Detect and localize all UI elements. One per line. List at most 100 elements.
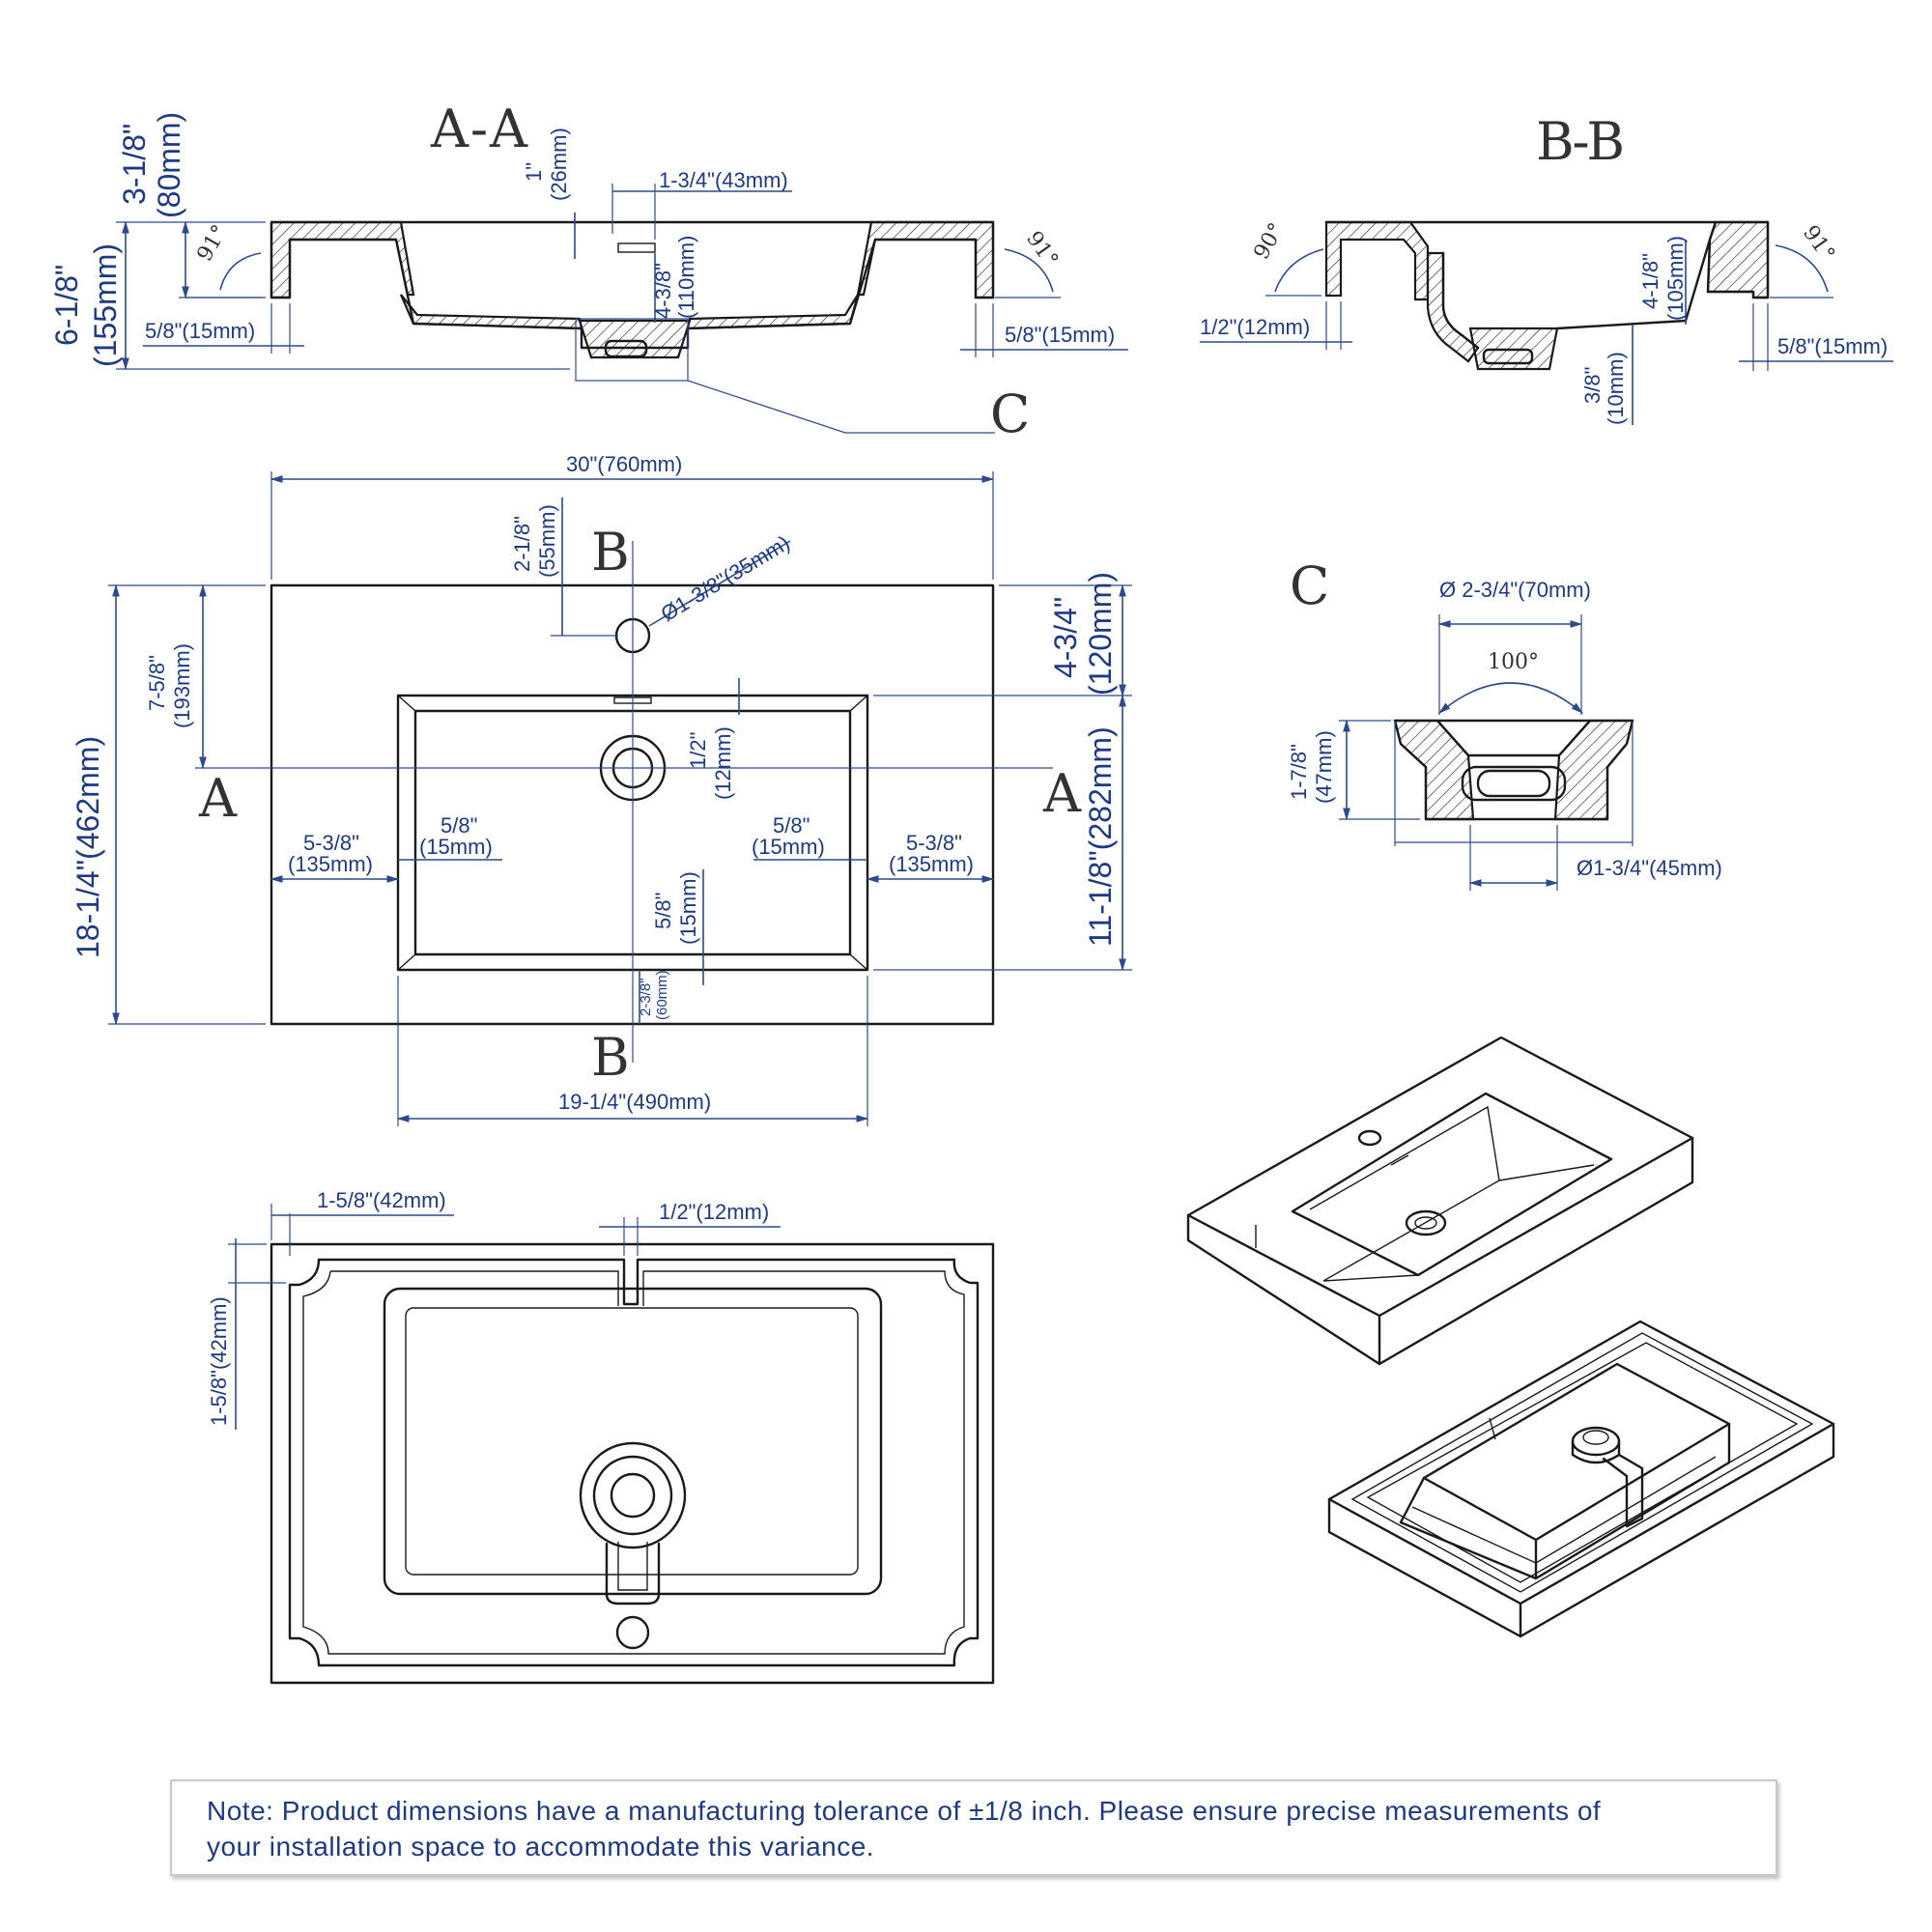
top-rim-right-mm: (15mm)	[752, 835, 825, 859]
aa-wall-left: 5/8"(15mm)	[145, 319, 255, 343]
section-bb-dimensions: 1/2"(12mm) 5/8"(15mm) 4-1/8" (105mm) 3/8…	[1200, 219, 1893, 425]
aa-bowl-depth-mm: (110mm)	[674, 236, 698, 319]
bb-drain-slot	[1482, 348, 1534, 365]
iso-bottom-bowl-side	[1399, 1422, 1731, 1580]
iso-bottom-drain	[1571, 1426, 1621, 1457]
aa-angle-left: 91°	[193, 221, 233, 266]
bottom-left-margin: 1-5/8"(42mm)	[317, 1188, 446, 1212]
bottom-view	[270, 1242, 995, 1685]
section-bb-view: B-B	[1324, 111, 1770, 371]
top-bowl-front-mm: (120mm)	[1083, 572, 1118, 696]
top-side-right-mm: (135mm)	[889, 852, 974, 876]
aa-wall-right: 5/8"(15mm)	[1005, 323, 1115, 347]
bottom-outline	[270, 1242, 995, 1685]
c-bottom-dia: Ø1-3/4"(45mm)	[1577, 856, 1722, 880]
section-mark-b-top: B	[591, 522, 630, 582]
aa-angle-right: 91°	[1021, 227, 1063, 271]
c-height-mm: (47mm)	[1312, 730, 1336, 804]
bb-bowl-depth-mm: (105mm)	[1663, 236, 1688, 321]
aa-detail-c-leader	[687, 380, 995, 434]
detail-c-outline	[1393, 719, 1634, 821]
top-drain-center-mm: (193mm)	[170, 643, 194, 728]
section-bb-title: B-B	[1536, 111, 1625, 172]
aa-drain-body	[578, 319, 692, 359]
bb-right-wall	[1706, 220, 1770, 299]
c-height-in: 1-7/8"	[1287, 744, 1311, 800]
bb-back-curve	[1426, 251, 1480, 363]
top-side-right-in: 5-3/8"	[906, 831, 962, 855]
top-overall-depth: 18-1/4"(462mm)	[71, 736, 105, 958]
bottom-drain-inner	[610, 1472, 656, 1519]
bottom-view-dimensions: 1-5/8"(42mm) 1/2"(12mm) 1-5/8"(42mm)	[207, 1188, 781, 1430]
bb-angle-right: 91°	[1798, 221, 1839, 266]
section-mark-a-left: A	[198, 768, 238, 829]
section-aa-title: A-A	[430, 99, 528, 159]
top-tap-offset-in: 2-1/8"	[510, 516, 534, 572]
section-mark-a-right: A	[1042, 763, 1082, 824]
tolerance-note: Note: Product dimensions have a manufact…	[170, 1779, 1777, 1876]
aa-drain-slot	[604, 339, 648, 358]
detail-c-view: C	[1290, 555, 1634, 821]
aa-detail-c-label: C	[990, 384, 1030, 444]
detail-c-right-body	[1553, 719, 1634, 821]
aa-detail-c-box	[575, 318, 689, 382]
iso-bottom-overflow	[1602, 1453, 1644, 1528]
aa-overflow-width: 1-3/4"(43mm)	[659, 168, 788, 192]
bottom-drain-outer	[579, 1441, 687, 1549]
bottom-top-margin: 1-5/8"(42mm)	[207, 1296, 231, 1426]
top-rim-left-mm: (15mm)	[419, 835, 493, 859]
bb-wall-left: 1/2"(12mm)	[1200, 315, 1310, 339]
top-overall-width: 30"(760mm)	[566, 452, 682, 476]
top-back-in: 2-3/8"	[638, 978, 654, 1016]
aa-right-wall	[856, 220, 995, 299]
detail-c-title: C	[1290, 555, 1329, 616]
detail-c-slot-inner	[1476, 769, 1551, 798]
top-drain-center-in: 7-5/8"	[145, 655, 169, 711]
top-rim-front-mm: (15mm)	[676, 871, 700, 945]
aa-left-wall	[270, 220, 415, 299]
top-side-left-mm: (135mm)	[288, 852, 373, 876]
detail-c-dimensions: Ø 2-3/4"(70mm) 100° 1-7/8" (47mm) Ø1-3/4…	[1287, 578, 1722, 891]
bb-angle-left: 90°	[1250, 219, 1290, 264]
aa-overflow	[617, 242, 656, 253]
section-aa-view: A-A C	[270, 99, 1030, 444]
top-rim-right-in: 5/8"	[773, 813, 810, 838]
iso-top-drain	[1405, 1209, 1447, 1236]
c-angle: 100°	[1488, 650, 1539, 674]
top-back-mm: (60mm)	[654, 970, 670, 1020]
note-line-2: your installation space to accommodate t…	[207, 1832, 875, 1861]
bottom-overflow-channel	[605, 1542, 661, 1605]
bb-left-wall	[1324, 220, 1430, 301]
bottom-tap-hole	[615, 1615, 650, 1650]
top-bowl-front-in: 4-3/4"	[1048, 597, 1083, 678]
iso-top-right-edge	[1378, 1136, 1694, 1366]
detail-c-slot	[1461, 765, 1567, 802]
iso-top-bowl	[1291, 1092, 1613, 1277]
aa-overflow-in: 1"	[522, 162, 546, 182]
aa-height-total-mm: (155mm)	[88, 243, 123, 367]
bb-wall-right: 5/8"(15mm)	[1777, 334, 1888, 358]
top-rim-front-in: 5/8"	[651, 893, 675, 929]
iso-bottom-outline	[1327, 1320, 1835, 1605]
top-overflow-mm: (12mm)	[711, 726, 735, 800]
bottom-inner-frame-2	[302, 1270, 965, 1655]
bb-bowl-depth-in: 4-1/8"	[1638, 253, 1662, 309]
aa-overflow-mm: (26mm)	[547, 128, 571, 201]
top-view: A A B B	[195, 522, 1082, 1088]
aa-bowl-depth-in: 4-3/8"	[651, 263, 675, 319]
bottom-drain-mid	[592, 1455, 673, 1536]
aa-depth-in: 3-1/8"	[117, 124, 152, 205]
top-bowl-width: 19-1/4"(490mm)	[558, 1090, 711, 1114]
top-tap-hole-dia: Ø1-3/8"(35mm)	[657, 530, 794, 626]
top-side-left-in: 5-3/8"	[303, 831, 359, 855]
bottom-slot-width: 1/2"(12mm)	[659, 1200, 769, 1224]
top-tap-offset-mm: (55mm)	[535, 504, 559, 578]
iso-top-tap-hole	[1357, 1129, 1382, 1147]
bottom-bowl-inner	[405, 1307, 859, 1576]
note-line-1: Note: Product dimensions have a manufact…	[207, 1796, 1602, 1826]
bb-drain-mm: (10mm)	[1604, 352, 1628, 425]
top-overflow-in: 1/2"	[686, 732, 710, 769]
bb-drain-in: 3/8"	[1580, 367, 1605, 404]
aa-height-total-in: 6-1/8"	[49, 265, 84, 346]
